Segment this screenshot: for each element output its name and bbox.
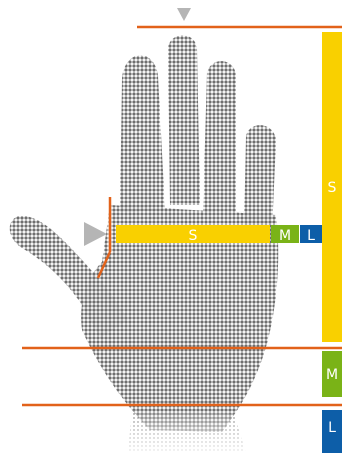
width-large-label: L [307, 228, 315, 244]
length-small-label: S [328, 180, 337, 196]
length-medium-label: M [326, 367, 338, 383]
width-medium-label: M [279, 228, 291, 244]
hand-width-scale: S M L [116, 225, 342, 244]
top-pointer-icon [177, 8, 191, 21]
length-large-label: L [328, 420, 336, 436]
side-pointer-icon [84, 222, 107, 246]
width-small-label: S [189, 228, 198, 244]
hand-length-scale: S M L [322, 32, 342, 453]
hand-silhouette [10, 35, 279, 453]
